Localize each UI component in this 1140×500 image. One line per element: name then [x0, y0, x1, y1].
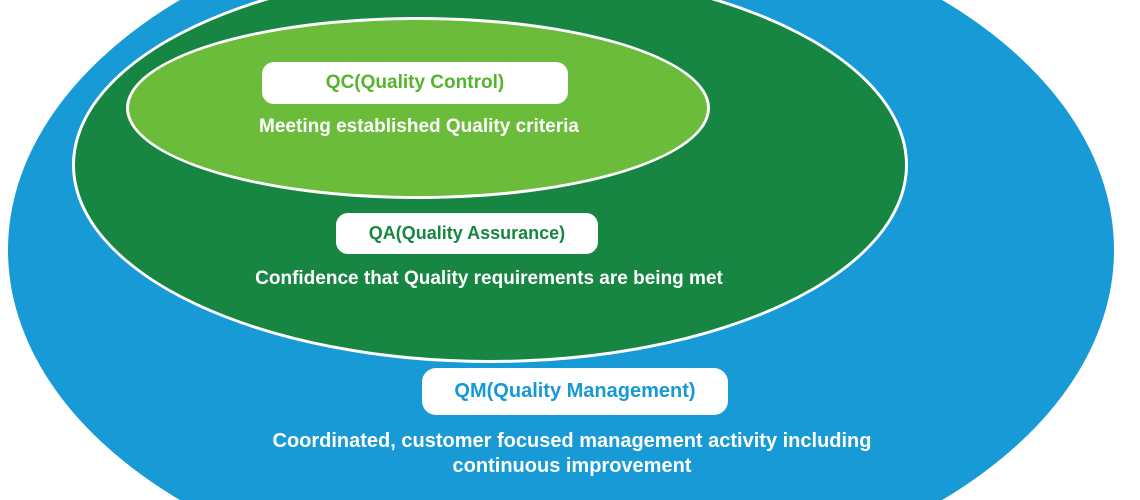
qm-label: QM(Quality Management): [454, 380, 696, 402]
qa-description: Confidence that Quality requirements are…: [255, 268, 723, 289]
qc-description: Meeting established Quality criteria: [259, 116, 579, 137]
qm-label-box: QM(Quality Management): [422, 368, 728, 415]
qc-label-box: QC(Quality Control): [262, 62, 568, 104]
qc-label: QC(Quality Control): [325, 72, 505, 93]
qa-label: QA(Quality Assurance): [368, 223, 566, 243]
qc-ellipse: [126, 17, 710, 199]
qa-label-box: QA(Quality Assurance): [336, 213, 598, 254]
qm-description: Coordinated, customer focused management…: [272, 430, 872, 477]
